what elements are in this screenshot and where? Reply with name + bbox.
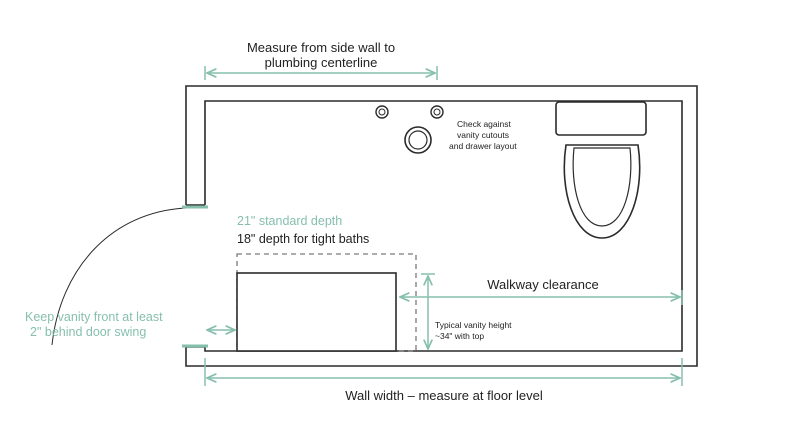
plumbing-note-line2: vanity cutouts <box>457 130 509 140</box>
vanity-18in-body <box>236 272 397 352</box>
toilet-bowl <box>563 144 641 239</box>
door-note-line2: 2" behind door swing <box>30 325 146 339</box>
outer-wall <box>185 85 698 367</box>
toilet-bowl-inner <box>572 147 632 227</box>
plumbing-note-line3: and drawer layout <box>449 141 517 151</box>
plumbing <box>375 105 444 154</box>
dimension-lines <box>204 66 683 386</box>
inner-wall <box>204 100 683 352</box>
supply-line-left-inner <box>378 108 386 116</box>
toilet-icon <box>555 101 647 239</box>
plumbing-dimension-label-line2: plumbing centerline <box>265 55 378 70</box>
door-swing-arc <box>51 207 187 346</box>
vanity-21in-outline <box>236 253 417 352</box>
vanity-height-note-line2: ~34" with top <box>435 331 484 341</box>
plumbing-dimension-label-line1: Measure from side wall to <box>247 40 395 55</box>
toilet-tank <box>555 101 647 136</box>
tight-depth-label: 18" depth for tight baths <box>237 232 369 246</box>
standard-depth-label: 21" standard depth <box>237 214 342 228</box>
plumbing-note-line1: Check against <box>457 119 512 129</box>
door-swing <box>51 205 208 348</box>
wall-width-label: Wall width – measure at floor level <box>345 388 543 403</box>
supply-line-right-icon <box>430 105 444 119</box>
vanity-height-note-line1: Typical vanity height <box>435 320 512 330</box>
vanity <box>236 253 417 352</box>
drain-pipe-icon <box>404 126 432 154</box>
door-note-line1: Keep vanity front at least <box>25 310 163 324</box>
labels: Measure from side wall to plumbing cente… <box>25 40 599 403</box>
supply-line-right-inner <box>433 108 441 116</box>
walkway-clearance-label: Walkway clearance <box>487 277 599 292</box>
supply-line-left-icon <box>375 105 389 119</box>
drain-pipe-inner <box>408 130 428 150</box>
